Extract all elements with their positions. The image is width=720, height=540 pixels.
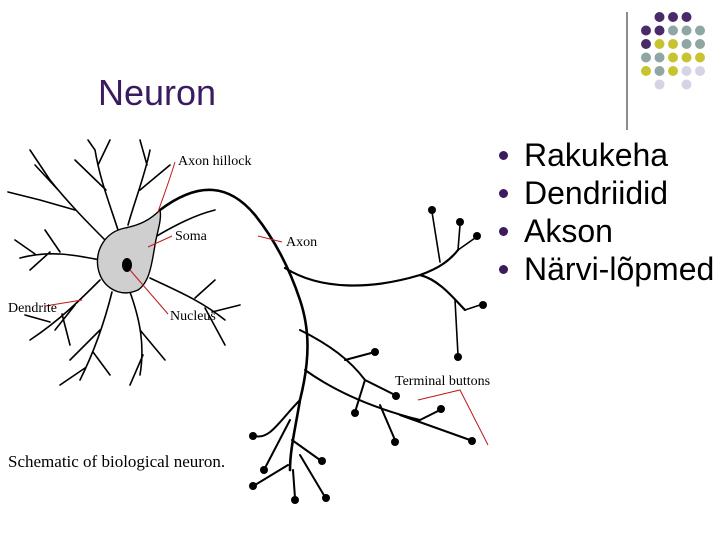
label-terminal-buttons: Terminal buttons (395, 374, 490, 389)
decorative-dot (654, 79, 665, 90)
bullet-item: Rakukeha (498, 136, 720, 174)
decorative-dot (654, 66, 665, 76)
soma-body (96, 208, 162, 294)
bullet-item: Akson (498, 212, 720, 250)
decorative-dot (641, 66, 651, 76)
decorative-dot (641, 52, 651, 63)
decorative-dot (641, 25, 651, 36)
label-soma: Soma (175, 229, 208, 244)
slide-title: Neuron (98, 72, 217, 113)
decorative-dot (668, 52, 678, 63)
decorative-dot (681, 12, 692, 22)
decorative-dot (654, 25, 665, 36)
decorative-dot (641, 39, 651, 49)
decorative-dot (695, 52, 705, 63)
divider-line (626, 12, 628, 130)
neuron-diagram: Axon hillock Soma Axon Nucleus Dendrite … (7, 139, 490, 504)
decorative-dot (695, 66, 705, 76)
label-axon: Axon (286, 235, 317, 250)
decorative-dot (654, 12, 665, 22)
nucleus-dot (122, 258, 132, 272)
decorative-dot (668, 12, 678, 22)
decorative-dot (668, 66, 678, 76)
decorative-dot (654, 39, 665, 49)
decorative-dot (668, 39, 678, 49)
decorative-dot (681, 79, 692, 90)
decorative-dot (681, 52, 692, 63)
decorative-dot (654, 52, 665, 63)
terminal-buttons (249, 206, 487, 504)
bullet-list: Rakukeha Dendriidid Akson Närvi-lõpmed (498, 136, 720, 288)
decorative-dot (695, 25, 705, 36)
label-axon-hillock: Axon hillock (178, 154, 252, 169)
decorative-dot (681, 25, 692, 36)
bullet-item: Dendriidid (498, 174, 720, 212)
label-nucleus: Nucleus (170, 309, 216, 324)
diagram-caption: Schematic of biological neuron. (8, 452, 225, 471)
decorative-dot (681, 66, 692, 76)
bullet-item: Närvi-lõpmed (498, 250, 720, 288)
label-dendrite: Dendrite (8, 301, 57, 316)
decorative-dot (668, 25, 678, 36)
decorative-dot (695, 39, 705, 49)
decorative-dot (681, 39, 692, 49)
axon-path (158, 188, 309, 472)
